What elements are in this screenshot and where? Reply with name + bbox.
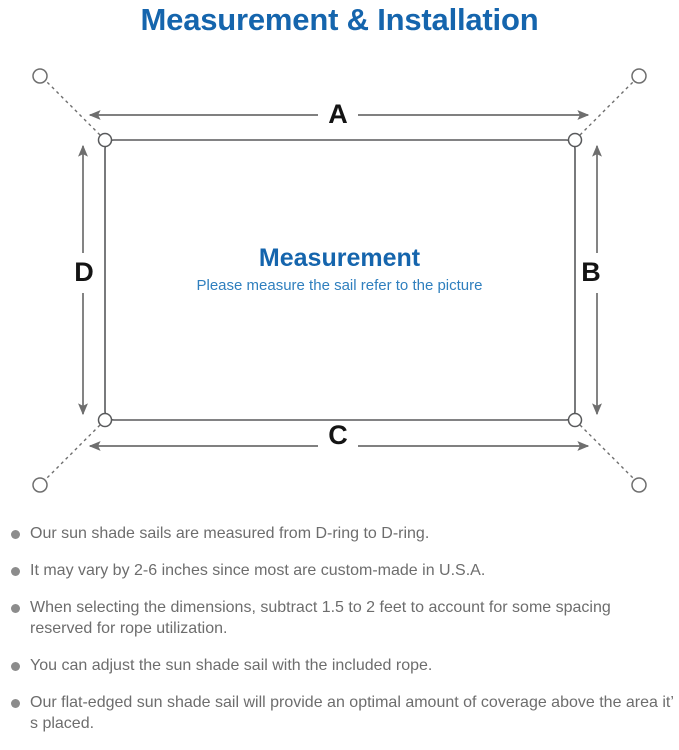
page-title: Measurement & Installation [140, 2, 539, 37]
measurement-diagram: Measurement Please measure the sail refe… [0, 48, 679, 518]
rope-line-bottom-right [579, 424, 635, 480]
list-item-text: Our flat-edged sun shade sail will provi… [30, 694, 674, 732]
list-item-text: You can adjust the sun shade sail with t… [30, 657, 433, 674]
rope-line-bottom-left [45, 424, 101, 480]
list-item: You can adjust the sun shade sail with t… [0, 655, 679, 676]
dimension-label-d: D [74, 257, 94, 287]
notes-list: Our sun shade sails are measured from D-… [0, 523, 679, 750]
bullet-icon [11, 699, 20, 708]
list-item: When selecting the dimensions, subtract … [0, 597, 679, 639]
dimension-label-c: C [328, 420, 348, 450]
list-item-text: When selecting the dimensions, subtract … [30, 599, 611, 637]
bullet-icon [11, 604, 20, 613]
d-ring-top-right [567, 132, 583, 148]
anchor-point-top-right [631, 68, 647, 84]
list-item: Our flat-edged sun shade sail will provi… [0, 692, 679, 734]
d-ring-bottom-left [97, 412, 113, 428]
diagram-center-subtitle: Please measure the sail refer to the pic… [196, 277, 483, 294]
d-ring-bottom-right [567, 412, 583, 428]
diagram-center-title: Measurement [258, 244, 421, 272]
sail-body [104, 139, 576, 421]
anchor-point-bottom-left [32, 477, 48, 493]
bullet-icon [11, 530, 20, 539]
d-ring-top-left [97, 132, 113, 148]
rope-line-top-left [45, 80, 101, 136]
bullet-icon [11, 662, 20, 671]
dimension-label-a: A [328, 99, 348, 129]
list-item-text: Our sun shade sails are measured from D-… [30, 525, 430, 542]
anchor-point-top-left [32, 68, 48, 84]
bullet-icon [11, 567, 20, 576]
dimension-label-b: B [581, 257, 601, 287]
list-item: Our sun shade sails are measured from D-… [0, 523, 679, 544]
diagram-canvas [32, 68, 647, 493]
list-item-text: It may vary by 2-6 inches since most are… [30, 562, 486, 579]
list-item: It may vary by 2-6 inches since most are… [0, 560, 679, 581]
anchor-point-bottom-right [631, 477, 647, 493]
rope-line-top-right [579, 80, 635, 136]
